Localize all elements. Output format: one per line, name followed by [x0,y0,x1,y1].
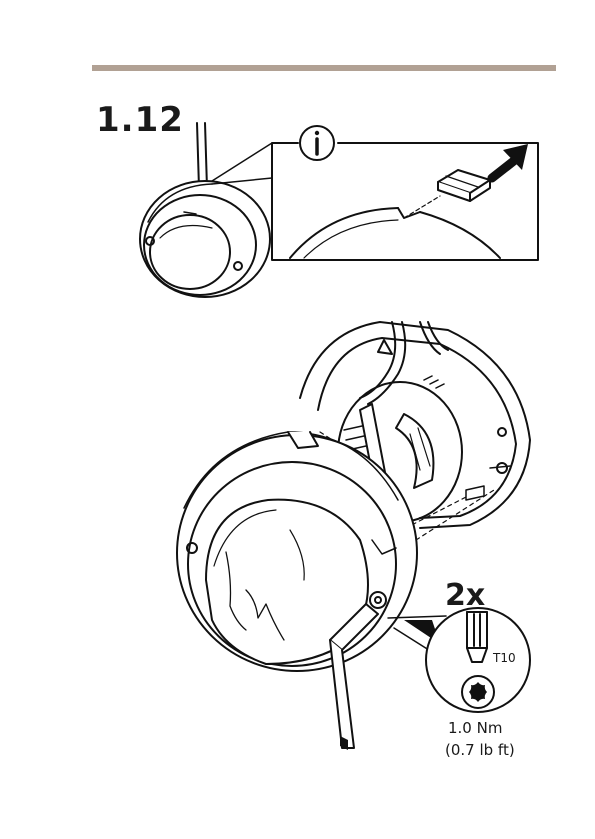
camera-cover-drawing [177,432,417,671]
arrow-up-right-icon [492,144,528,178]
info-icon [300,126,334,160]
small-camera-drawing [140,123,270,297]
torque-metric: 1.0 Nm [448,719,502,737]
screw-count: 2x [445,578,485,613]
bit-size-label: T10 [493,651,516,665]
torx-star-icon [462,676,494,708]
torque-imperial: (0.7 lb ft) [445,741,515,759]
info-callout-box [272,143,538,260]
